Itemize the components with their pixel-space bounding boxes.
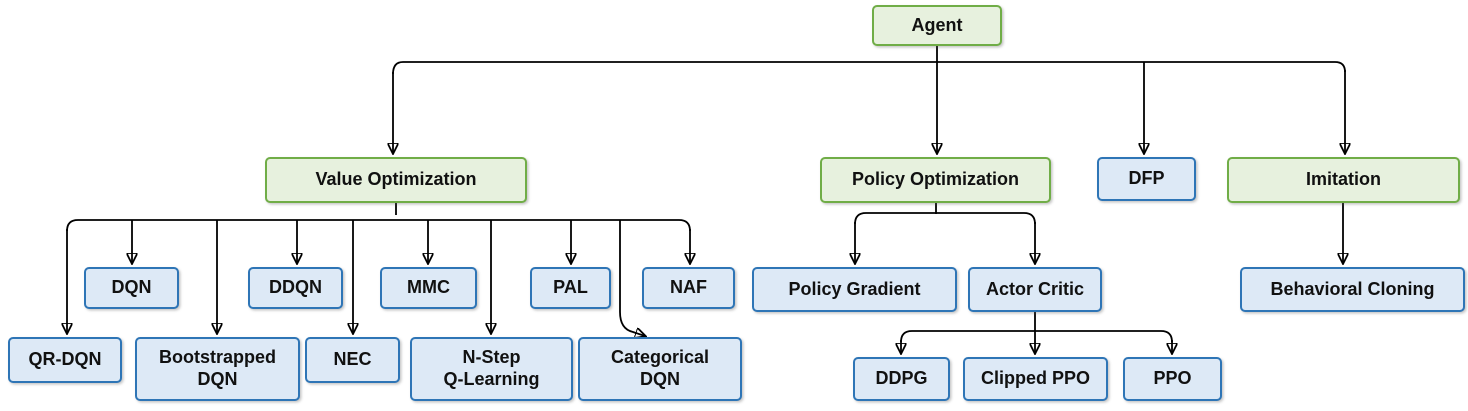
- edge-po-bus: [854, 212, 1036, 225]
- node-categorical-dqn: Categorical DQN: [578, 337, 742, 401]
- node-mmc: MMC: [380, 267, 477, 309]
- node-ddqn: DDQN: [248, 267, 343, 309]
- node-value-optimization: Value Optimization: [265, 157, 527, 203]
- node-clipped-ppo: Clipped PPO: [963, 357, 1108, 401]
- node-actor-critic: Actor Critic: [968, 267, 1102, 312]
- node-naf: NAF: [642, 267, 735, 309]
- node-pal: PAL: [530, 267, 611, 309]
- node-policy-optimization: Policy Optimization: [820, 157, 1051, 203]
- edge-agent-bus: [392, 61, 1346, 75]
- node-dfp: DFP: [1097, 157, 1196, 201]
- node-dqn: DQN: [84, 267, 179, 309]
- edge-vo-categorical-dqn: [619, 220, 645, 336]
- node-ddpg: DDPG: [853, 357, 950, 401]
- node-ppo: PPO: [1123, 357, 1222, 401]
- edge-vo-bus: [66, 219, 691, 232]
- node-n-step-q-learning: N-Step Q-Learning: [410, 337, 573, 401]
- node-policy-gradient: Policy Gradient: [752, 267, 957, 312]
- edge-ac-bus: [900, 330, 1173, 343]
- node-qr-dqn: QR-DQN: [8, 337, 122, 383]
- node-imitation: Imitation: [1227, 157, 1460, 203]
- node-behavioral-cloning: Behavioral Cloning: [1240, 267, 1465, 312]
- node-nec: NEC: [305, 337, 400, 383]
- node-agent: Agent: [872, 5, 1002, 46]
- node-bootstrapped-dqn: Bootstrapped DQN: [135, 337, 300, 401]
